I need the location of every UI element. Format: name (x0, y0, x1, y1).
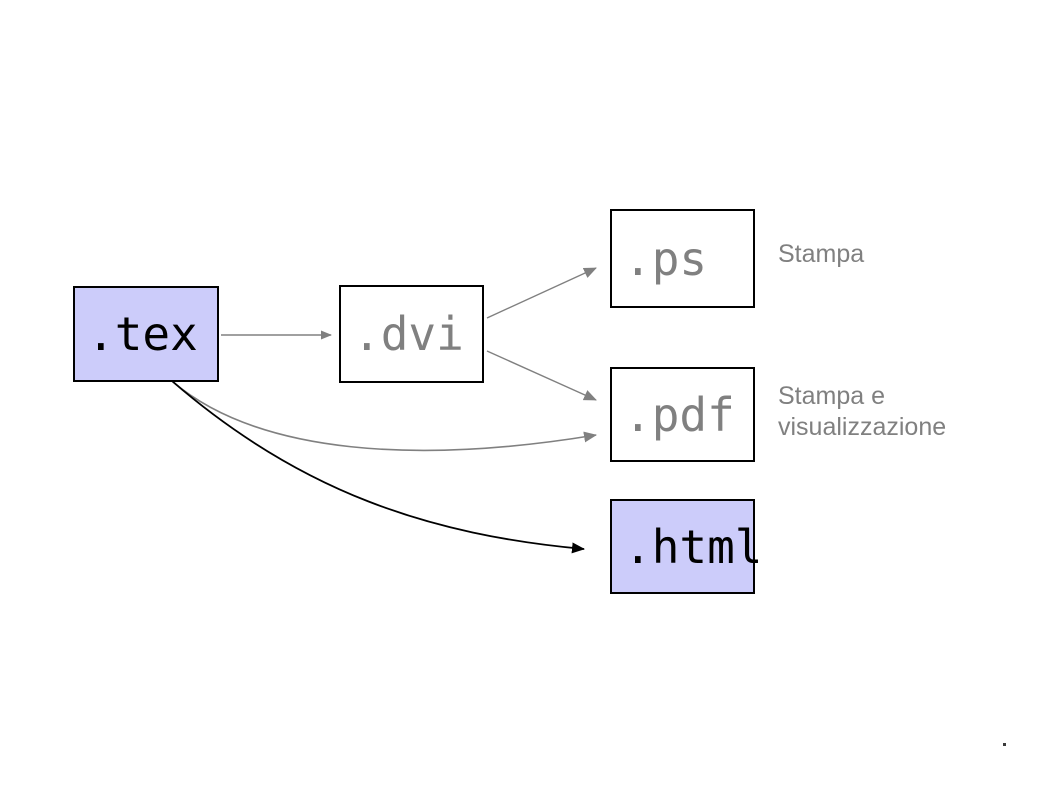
node-tex-label: .tex (87, 307, 198, 361)
stray-speck (1003, 743, 1006, 746)
annotation-ps-note: Stampa (778, 240, 865, 268)
edge-dvi-to-pdf (486, 350, 597, 401)
node-html-label: .html (624, 519, 763, 574)
edge-tex-to-pdf (172, 381, 597, 452)
node-ps[interactable]: .ps (610, 209, 755, 308)
node-tex[interactable]: .tex (73, 286, 219, 382)
annotation-pdf-note: Stampa e visualizzazione (778, 382, 947, 441)
node-html[interactable]: .html (610, 499, 762, 594)
edge-dvi-to-ps (486, 267, 597, 319)
node-pdf[interactable]: .pdf (610, 367, 755, 462)
node-pdf-label: .pdf (624, 387, 735, 442)
node-dvi-label: .dvi (353, 307, 464, 361)
node-ps-label: .ps (624, 231, 708, 286)
edge-tex-to-html (171, 380, 585, 554)
node-dvi[interactable]: .dvi (339, 285, 484, 383)
